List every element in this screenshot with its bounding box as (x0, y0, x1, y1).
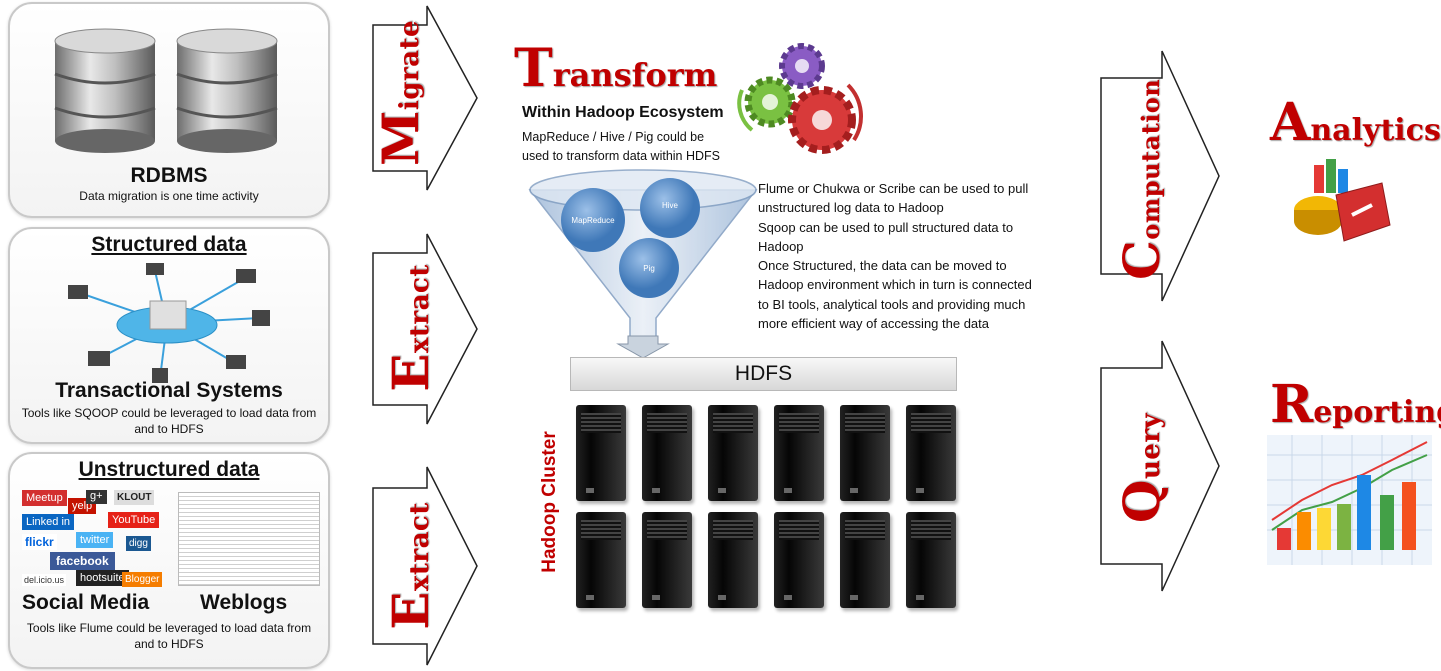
analytics-title: Analytics (1270, 92, 1441, 153)
weblogs-label: Weblogs (200, 591, 288, 614)
migrate-rest: igrate (395, 19, 425, 111)
transform-desc-2: used to transform data within HDFS (522, 149, 720, 163)
note-line-1: Flume or Chukwa or Scribe can be used to… (758, 181, 1029, 196)
reporting-chart-icon (1267, 435, 1432, 565)
analytics-cap: A (1270, 92, 1311, 153)
transform-subtitle: Within Hadoop Ecosystem (522, 104, 724, 121)
note-line-2: unstructured log data to Hadoop (758, 200, 944, 216)
extract-2-rest: xtract (405, 502, 435, 592)
note-line-6: Hadoop environment which in turn is conn… (758, 277, 1032, 293)
rdbms-subtitle: Data migration is one time activity (79, 189, 259, 203)
logo-delicious: del.icio.us (22, 574, 67, 586)
computation-label: Computation (1112, 78, 1172, 280)
structured-panel: Structured data Transactional Systems To… (8, 227, 330, 444)
server-2 (642, 405, 692, 501)
unstructured-panel: Unstructured data Meetup yelp g+ KLOUT L… (8, 452, 330, 669)
note-line-8: more efficient way of accessing the data (758, 316, 989, 332)
funnel-item-pig: Pig (643, 264, 655, 273)
computation-rest: omputation (1136, 78, 1165, 240)
rdbms-title: RDBMS (130, 164, 208, 187)
reporting-title: Reporting (1270, 374, 1441, 435)
structured-heading: Structured data (91, 233, 247, 256)
logo-klout: KLOUT (114, 490, 155, 505)
extract-1-cap: E (381, 353, 440, 392)
hadoop-cluster-label: Hadoop Cluster (539, 431, 560, 573)
logo-twitter: twitter (76, 532, 114, 548)
query-label: Query (1112, 393, 1172, 543)
extract-arrow-2-shape (372, 466, 478, 666)
social-logos-collage: Meetup yelp g+ KLOUT Linked in YouTube f… (22, 490, 162, 588)
extract-1-label: Extract (381, 258, 441, 398)
note-line-5: Once Structured, the data can be moved t… (758, 258, 1007, 274)
hdfs-bar: HDFS (570, 357, 957, 391)
migrate-label: Migrate (371, 20, 431, 166)
social-media-label: Social Media (22, 591, 150, 614)
server-12 (906, 512, 956, 608)
analytics-rest: nalytics (1310, 113, 1441, 148)
notes-block: Flume or Chukwa or Scribe can be used to… (758, 179, 1078, 333)
query-cap: Q (1112, 479, 1171, 524)
analytics-icon (1294, 159, 1391, 242)
rdbms-panel: RDBMS Data migration is one time activit… (8, 2, 330, 218)
server-7 (576, 512, 626, 608)
reporting-rest: eporting (1313, 395, 1441, 430)
server-5 (840, 405, 890, 501)
computation-cap: C (1112, 239, 1171, 280)
server-9 (708, 512, 758, 608)
logo-youtube: YouTube (108, 512, 160, 528)
gears-icon (737, 43, 863, 154)
extract-1-rest: xtract (405, 264, 435, 354)
logo-blogger: Blogger (122, 572, 162, 587)
funnel-item-hive: Hive (662, 201, 679, 210)
note-line-7: to BI tools, analytical tools and provid… (758, 296, 1026, 312)
logo-linkedin: Linked in (22, 514, 75, 530)
migrate-arrow-shape (372, 5, 478, 191)
server-1 (576, 405, 626, 501)
unstructured-heading: Unstructured data (78, 458, 260, 481)
logo-flickr: flickr (22, 534, 57, 550)
logo-digg: digg (126, 536, 151, 551)
transform-title: Transform (514, 38, 717, 99)
extract-arrow-1-shape (372, 233, 478, 425)
migrate-cap: M (371, 110, 430, 166)
database-icon (54, 28, 278, 153)
network-icon (68, 263, 270, 383)
transform-desc-1: MapReduce / Hive / Pig could be (522, 130, 705, 144)
transform-cap: T (514, 38, 553, 99)
weblog-image (178, 492, 320, 586)
transform-rest: ransform (552, 56, 718, 94)
query-arrow-shape (1100, 340, 1220, 592)
computation-arrow-shape (1100, 50, 1220, 302)
logo-hootsuite: hootsuite (76, 570, 129, 586)
extract-2-label: Extract (381, 496, 441, 636)
funnel-item-mapreduce: MapReduce (571, 216, 615, 225)
unstructured-subtitle: Tools like Flume could be leveraged to l… (26, 621, 312, 651)
server-10 (774, 512, 824, 608)
funnel-graphic: MapReduce Hive Pig (528, 169, 758, 358)
reporting-cap: R (1270, 374, 1314, 435)
query-rest: uery (1136, 412, 1166, 480)
extract-2-cap: E (381, 591, 440, 630)
server-4 (774, 405, 824, 501)
server-11 (840, 512, 890, 608)
structured-subtitle: Tools like SQOOP could be leveraged to l… (21, 406, 317, 436)
note-line-3: Sqoop can be used to pull structured dat… (758, 219, 1014, 235)
server-6 (906, 405, 956, 501)
logo-facebook: facebook (50, 552, 115, 570)
logo-meetup: Meetup (22, 490, 67, 506)
note-line-4: Hadoop (758, 238, 804, 254)
server-3 (708, 405, 758, 501)
server-8 (642, 512, 692, 608)
structured-title: Transactional Systems (55, 379, 283, 402)
logo-gplus: g+ (86, 490, 107, 504)
